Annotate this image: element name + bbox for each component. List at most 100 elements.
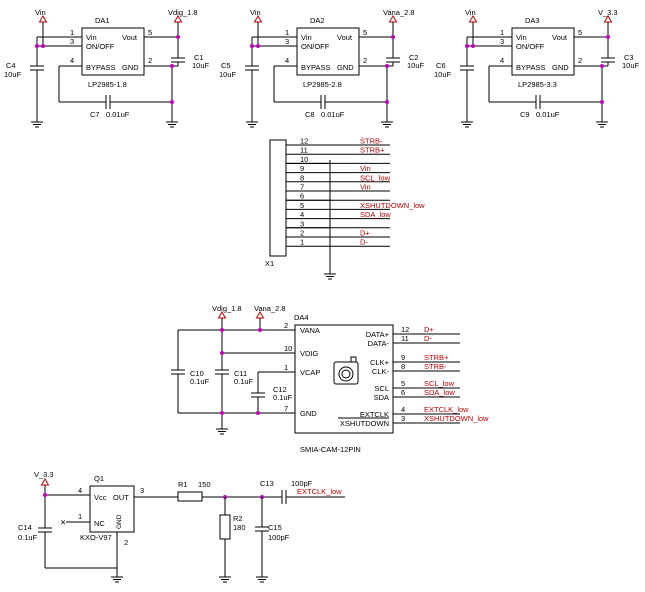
- pin-num: 3: [500, 37, 504, 46]
- connector-pin: 10: [286, 155, 390, 164]
- pin-label-onoff: ON/OFF: [516, 42, 545, 51]
- net-label: XSHUTDOWN_low: [360, 201, 425, 210]
- pin-label-vout: Vout: [552, 33, 568, 42]
- c14-ref: C14: [18, 523, 32, 532]
- cbyp-val: 0.01uF: [106, 110, 130, 119]
- camera-pin-name: DATA-: [368, 339, 390, 348]
- osc-pin1: 1: [78, 512, 82, 521]
- cout-ref: C1: [194, 53, 204, 62]
- pin-num: 1: [70, 28, 74, 37]
- cout-val: 10uF: [407, 61, 425, 70]
- cout-ref: C3: [624, 53, 634, 62]
- c12-val: 0.1uF: [273, 393, 293, 402]
- osc-rail-label: V_3.3: [34, 470, 54, 479]
- camera-pin-number: 8: [401, 362, 405, 371]
- pin-label-gnd: GND: [337, 63, 354, 72]
- c14-val: 0.1uF: [18, 533, 38, 542]
- vin-label: Vin: [35, 8, 46, 17]
- regulator-ref: DA1: [95, 16, 110, 25]
- net-label: D+: [424, 325, 434, 334]
- pin-label-gnd: GND: [122, 63, 139, 72]
- connector-pin: 3: [286, 219, 390, 229]
- c13-ref: C13: [260, 479, 274, 488]
- camera-body: [294, 324, 394, 434]
- net-label: D-: [360, 238, 368, 247]
- pin-num: 2: [578, 56, 582, 65]
- c10-val: 0.1uF: [190, 377, 210, 386]
- pin-label-vin: Vin: [301, 33, 312, 42]
- camera-pin-name: CLK+: [370, 358, 390, 367]
- r1-ref: R1: [178, 480, 188, 489]
- regulator-body: [81, 27, 145, 76]
- net-extclk-label: EXTCLK_low: [297, 487, 342, 496]
- c12-ref: C12: [273, 385, 287, 394]
- ground-symbol: [245, 117, 259, 128]
- connector-pin-number: 1: [300, 238, 304, 247]
- camera-ref: DA4: [294, 313, 309, 322]
- pin-num: 3: [285, 37, 289, 46]
- camera-icon: [333, 356, 359, 385]
- regulator-ref: DA3: [525, 16, 540, 25]
- camera-pin-name: SCL: [374, 384, 389, 393]
- pin-num: 3: [70, 37, 74, 46]
- osc-out: OUT: [113, 493, 129, 502]
- camera-pin-name: XSHUTDOWN: [340, 419, 389, 428]
- camera-pin-number: 6: [401, 388, 405, 397]
- camera-pin-number: 10: [284, 344, 292, 353]
- connector-pin: 5 XSHUTDOWN_low: [286, 201, 425, 210]
- net-label: SCL_low: [424, 379, 455, 388]
- osc-gnd: GND: [116, 514, 123, 529]
- osc-part: KXO-V97: [80, 533, 112, 542]
- connector-pin-number: 7: [300, 183, 304, 192]
- rail-label: Vdig_1.8: [168, 8, 198, 17]
- net-label: D+: [360, 229, 370, 238]
- pin-num: 4: [285, 56, 289, 65]
- osc-pin2: 2: [124, 538, 128, 547]
- camera-pin-number: 9: [401, 353, 405, 362]
- vin-label: Vin: [465, 8, 476, 17]
- connector-pin-number: 2: [300, 229, 304, 238]
- net-label: STRB+: [360, 146, 385, 155]
- camera-module: DA4 SMIA-CAM-12PIN VANA2VDIG10VCAP1GND7 …: [171, 304, 489, 454]
- connector-pin-number: 3: [300, 219, 304, 228]
- pin-num: 5: [363, 28, 367, 37]
- osc-nc: NC: [94, 519, 105, 528]
- cout-ref: C2: [409, 53, 419, 62]
- connector-pin-number: 6: [300, 192, 304, 201]
- connector-pin: 2 D+: [286, 229, 390, 238]
- connector-pin: 1 D-: [286, 238, 390, 247]
- rail-label: Vana_2.8: [383, 8, 415, 17]
- osc-ref: Q1: [94, 474, 104, 483]
- regulator-body: [511, 27, 575, 76]
- c11-ref: C11: [234, 369, 247, 378]
- pin-label-gnd: GND: [552, 63, 569, 72]
- c11-val: 0.1uF: [234, 377, 254, 386]
- camera-pin-name: GND: [300, 409, 317, 418]
- camera-pin-number: 3: [401, 414, 405, 423]
- pin-num: 1: [500, 28, 504, 37]
- regulator-part: LP2985-1.8: [88, 80, 127, 89]
- regulator-part: LP2985-2.8: [303, 80, 342, 89]
- osc-pin3: 3: [140, 486, 144, 495]
- cin-val: 10uF: [4, 70, 22, 79]
- connector-pin-number: 5: [300, 201, 304, 210]
- ground-symbol: [165, 117, 179, 128]
- nc-mark: ✕: [60, 518, 66, 527]
- rail-label: V_3.3: [598, 8, 618, 17]
- osc-pin4: 4: [78, 486, 82, 495]
- regulator-body: [296, 27, 360, 76]
- connector-body: [269, 139, 287, 257]
- pin-num: 1: [285, 28, 289, 37]
- camera-pin-name: VANA: [300, 326, 320, 335]
